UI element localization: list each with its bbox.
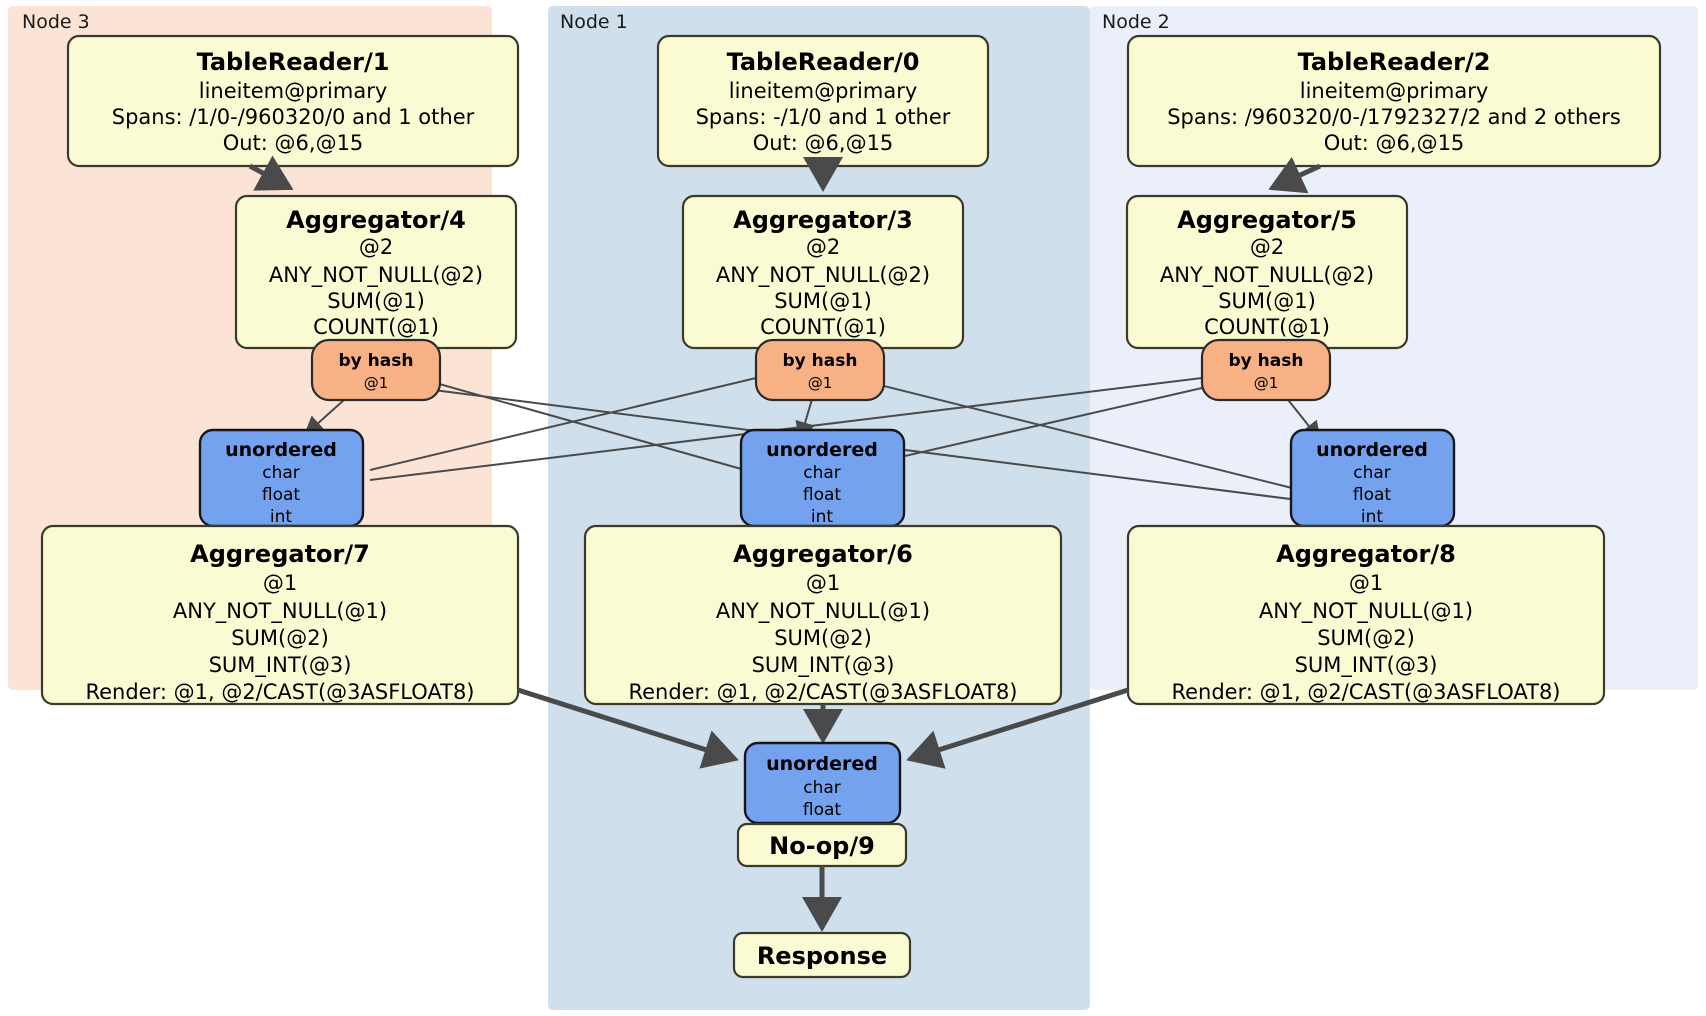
aggregator6-title: Aggregator/6 [733,540,913,568]
response-title: Response [757,942,887,970]
tablereader2-line-0: lineitem@primary [1300,79,1489,103]
processor-tablereader2[interactable]: TableReader/2 lineitem@primary Spans: /9… [1126,34,1662,168]
tablereader0-line-1: Spans: -/1/0 and 1 other [696,105,951,129]
aggregator5-line-0: @2 [1250,235,1284,259]
aggregator6-line-3: SUM_INT(@3) [752,653,895,678]
final-convergence-edges [517,687,1129,769]
edge-agg8-to-final [906,687,1129,769]
processor-aggregator7[interactable]: Aggregator/7 @1 ANY_NOT_NULL(@1) SUM(@2)… [40,524,520,706]
tablereader2-line-2: Out: @6,@15 [1324,131,1465,155]
sync-left-title: unordered [225,439,337,461]
processor-tablereader1[interactable]: TableReader/1 lineitem@primary Spans: /1… [66,34,520,168]
aggregator6-line-4: Render: @1, @2/CAST(@3ASFLOAT8) [628,680,1017,704]
sync-right-line-0: char [1353,463,1391,483]
sync-left-line-1: float [262,485,301,505]
aggregator5-line-1: ANY_NOT_NULL(@2) [1160,263,1374,288]
processor-aggregator5[interactable]: Aggregator/5 @2 ANY_NOT_NULL(@2) SUM(@1)… [1125,194,1409,350]
aggregator4-line-1: ANY_NOT_NULL(@2) [269,263,483,288]
edge-tr2-to-agg5 [1268,156,1322,194]
panel-label-node2: Node 2 [1102,11,1170,33]
aggregator3-line-0: @2 [806,235,840,259]
aggregator5-line-2: SUM(@1) [1218,289,1316,313]
sync-final-line-0: char [803,778,841,798]
aggregator8-line-2: SUM(@2) [1317,626,1415,650]
aggregator7-line-1: ANY_NOT_NULL(@1) [173,599,387,624]
processor-aggregator4[interactable]: Aggregator/4 @2 ANY_NOT_NULL(@2) SUM(@1)… [234,194,518,350]
sync-final-title: unordered [766,753,878,775]
sync-mid-line-0: char [803,463,841,483]
processor-aggregator3[interactable]: Aggregator/3 @2 ANY_NOT_NULL(@2) SUM(@1)… [681,194,965,350]
tablereader0-title: TableReader/0 [727,48,920,76]
hash-mid-title: by hash [783,351,858,371]
processor-noop9[interactable]: No-op/9 [736,822,908,868]
hash-right-line-0: @1 [1254,374,1279,392]
aggregator5-title: Aggregator/5 [1177,206,1357,234]
processor-tablereader0[interactable]: TableReader/0 lineitem@primary Spans: -/… [656,34,990,168]
router-hash-left[interactable]: by hash @1 [310,338,442,402]
router-hash-right[interactable]: by hash @1 [1200,338,1332,402]
router-hash-mid[interactable]: by hash @1 [754,338,886,402]
aggregator7-line-2: SUM(@2) [231,626,329,650]
synchronizer-left[interactable]: unordered char float int [198,428,365,528]
aggregator3-line-2: SUM(@1) [774,289,872,313]
sync-final-line-1: float [803,800,842,820]
aggregator8-line-1: ANY_NOT_NULL(@1) [1259,599,1473,624]
aggregator7-line-4: Render: @1, @2/CAST(@3ASFLOAT8) [85,680,474,704]
aggregator7-line-0: @1 [263,571,297,595]
synchronizer-right[interactable]: unordered char float int [1289,428,1456,528]
edge-agg7-to-final [517,687,739,769]
sync-right-line-2: int [1361,507,1383,527]
edge-tr1-to-agg4 [248,155,294,191]
aggregator6-line-1: ANY_NOT_NULL(@1) [716,599,930,624]
sync-left-line-2: int [270,507,292,527]
aggregator8-line-3: SUM_INT(@3) [1295,653,1438,678]
aggregator6-line-2: SUM(@2) [774,626,872,650]
aggregator8-title: Aggregator/8 [1276,540,1456,568]
hash-left-title: by hash [339,351,414,371]
aggregator7-title: Aggregator/7 [190,540,370,568]
aggregator7-line-3: SUM_INT(@3) [209,653,352,678]
synchronizer-mid[interactable]: unordered char float int [739,428,906,528]
tablereader1-line-2: Out: @6,@15 [223,131,364,155]
tablereader2-title: TableReader/2 [1298,48,1491,76]
aggregator4-title: Aggregator/4 [286,206,466,234]
sync-mid-line-2: int [811,507,833,527]
hash-mid-line-0: @1 [808,374,833,392]
aggregator5-line-3: COUNT(@1) [1204,315,1330,339]
hash-left-line-0: @1 [364,374,389,392]
aggregator8-line-0: @1 [1349,571,1383,595]
tablereader1-title: TableReader/1 [197,48,390,76]
panel-label-node1: Node 1 [560,11,628,33]
sync-mid-title: unordered [766,439,878,461]
tablereader0-line-0: lineitem@primary [729,79,918,103]
processor-aggregator6[interactable]: Aggregator/6 @1 ANY_NOT_NULL(@1) SUM(@2)… [583,524,1063,706]
noop9-title: No-op/9 [769,832,875,860]
tablereader1-line-0: lineitem@primary [199,79,388,103]
tablereader1-line-1: Spans: /1/0-/960320/0 and 1 other [112,105,475,129]
aggregator8-line-4: Render: @1, @2/CAST(@3ASFLOAT8) [1171,680,1560,704]
aggregator3-line-3: COUNT(@1) [760,315,886,339]
aggregator3-title: Aggregator/3 [733,206,913,234]
hash-right-title: by hash [1229,351,1304,371]
processor-aggregator8[interactable]: Aggregator/8 @1 ANY_NOT_NULL(@1) SUM(@2)… [1126,524,1606,706]
sync-right-title: unordered [1316,439,1428,461]
sync-mid-line-1: float [803,485,842,505]
tablereader2-line-1: Spans: /960320/0-/1792327/2 and 2 others [1167,105,1621,129]
aggregator4-line-2: SUM(@1) [327,289,425,313]
processor-response[interactable]: Response [732,931,912,979]
panel-label-node3: Node 3 [22,11,90,33]
aggregator3-line-1: ANY_NOT_NULL(@2) [716,263,930,288]
aggregator4-line-0: @2 [359,235,393,259]
tablereader0-line-2: Out: @6,@15 [753,131,894,155]
synchronizer-final[interactable]: unordered char float [743,741,902,825]
sync-left-line-0: char [262,463,300,483]
aggregator4-line-3: COUNT(@1) [313,315,439,339]
aggregator6-line-0: @1 [806,571,840,595]
sync-right-line-1: float [1353,485,1392,505]
